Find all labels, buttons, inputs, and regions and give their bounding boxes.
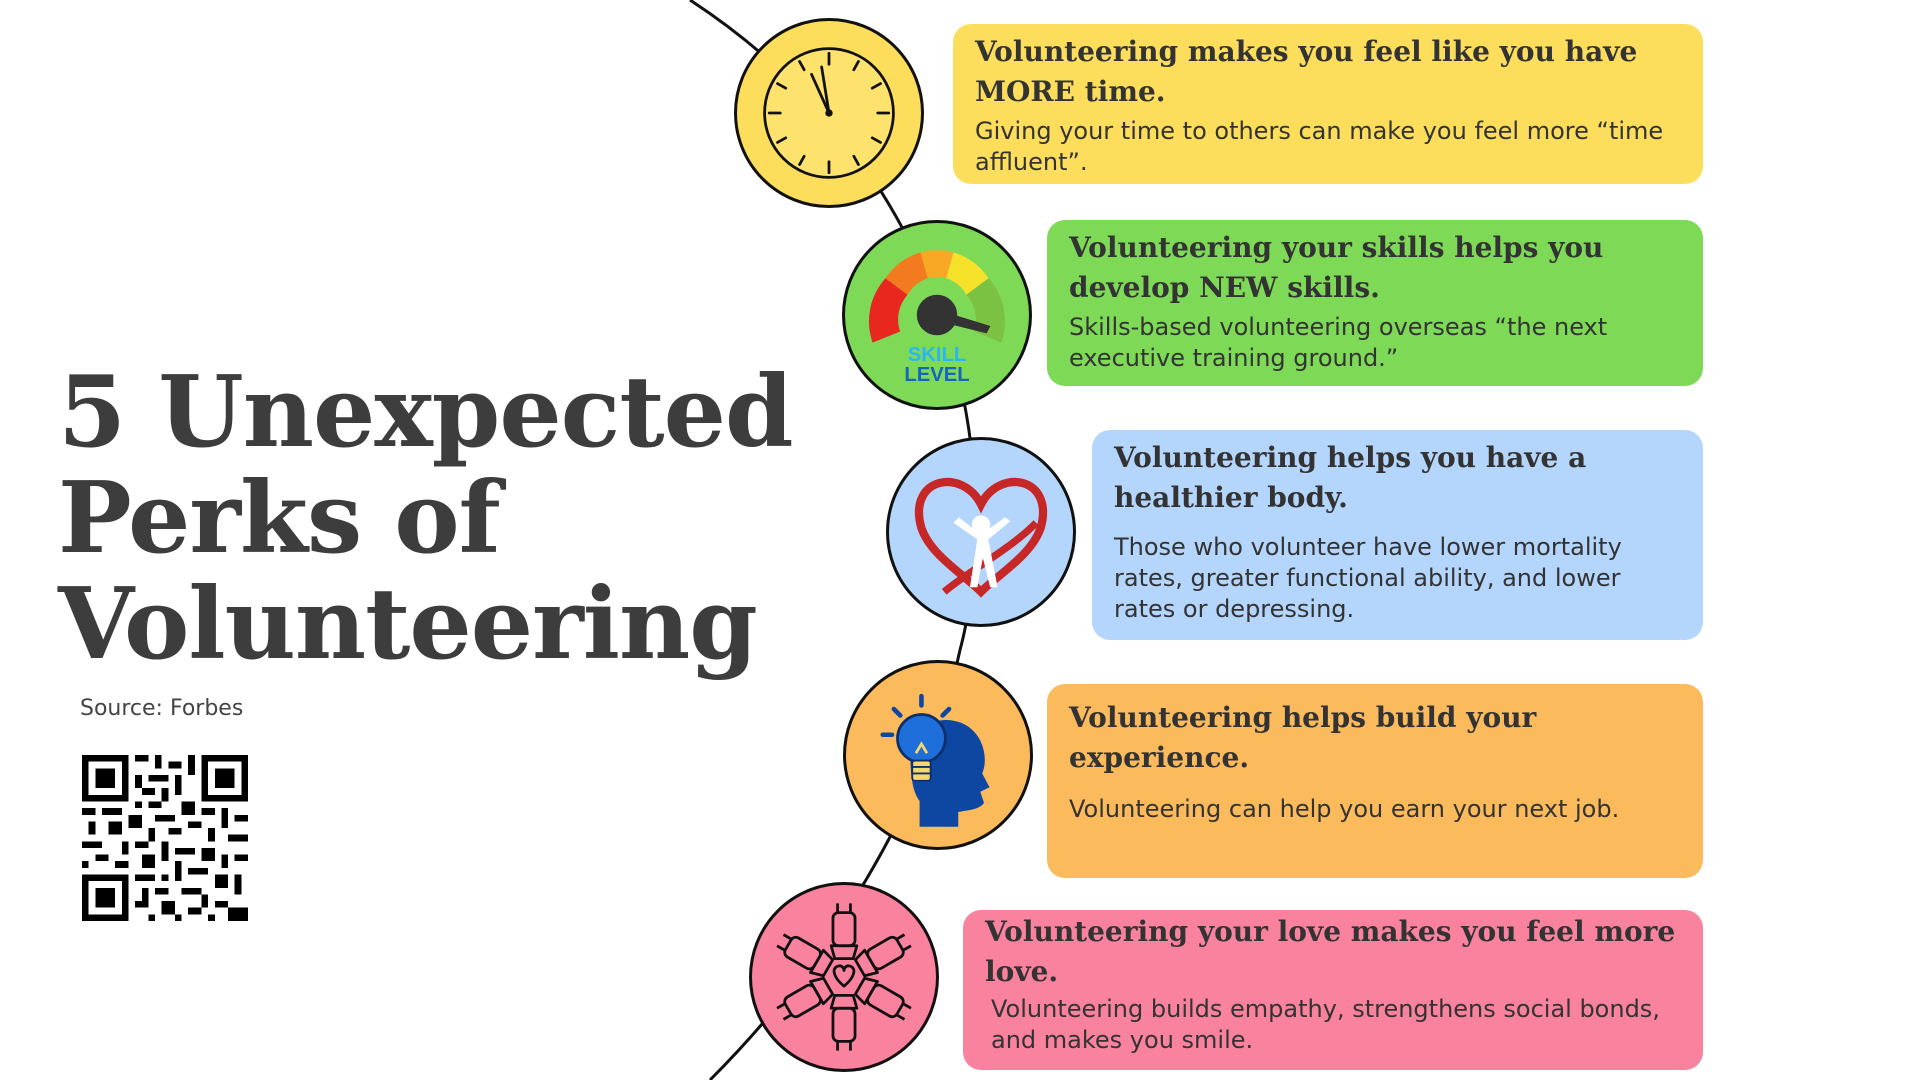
perk-body: Giving your time to others can make you … (975, 117, 1664, 176)
perk-card-love: Volunteering your love makes you feel mo… (963, 910, 1703, 1070)
perk-card-health: Volunteering helps you have a healthier … (1092, 430, 1703, 640)
perk-body: Volunteering builds empathy, strengthens… (991, 995, 1660, 1054)
level-label: LEVEL (904, 364, 969, 386)
clock-icon (734, 18, 924, 208)
perk-heading: Volunteering helps build your experience… (1069, 701, 1537, 774)
source-caption: Source: Forbes (80, 696, 244, 721)
skill-label: SKILL (908, 344, 966, 366)
qr-code-icon[interactable] (82, 755, 248, 921)
perk-card-skills: Volunteering your skills helps you devel… (1047, 220, 1703, 386)
perk-body: Skills-based volunteering overseas “the … (1069, 313, 1608, 372)
page-title-line-3: Volunteering (58, 567, 758, 682)
perk-heading: Volunteering your love makes you feel mo… (985, 915, 1676, 988)
perk-heading: Volunteering helps you have a healthier … (1114, 441, 1587, 514)
perk-heading: Volunteering your skills helps you devel… (1069, 231, 1604, 304)
skill-level-gauge-icon: SKILL LEVEL (842, 220, 1032, 410)
perk-body: Those who volunteer have lower mortality… (1114, 533, 1622, 623)
page-title: 5 Unexpected Perks of Volunteering (58, 355, 793, 682)
perk-card-experience: Volunteering helps build your experience… (1047, 684, 1703, 878)
perk-heading: Volunteering makes you feel like you hav… (975, 35, 1638, 108)
page-title-line-2: Perks of (58, 461, 501, 576)
perk-body: Volunteering can help you earn your next… (1069, 795, 1620, 823)
perk-card-time: Volunteering makes you feel like you hav… (953, 24, 1703, 184)
heart-person-icon (886, 437, 1076, 627)
page-title-line-1: 5 Unexpected (58, 355, 793, 470)
lightbulb-head-icon (843, 660, 1033, 850)
joined-hands-heart-icon (749, 882, 939, 1072)
